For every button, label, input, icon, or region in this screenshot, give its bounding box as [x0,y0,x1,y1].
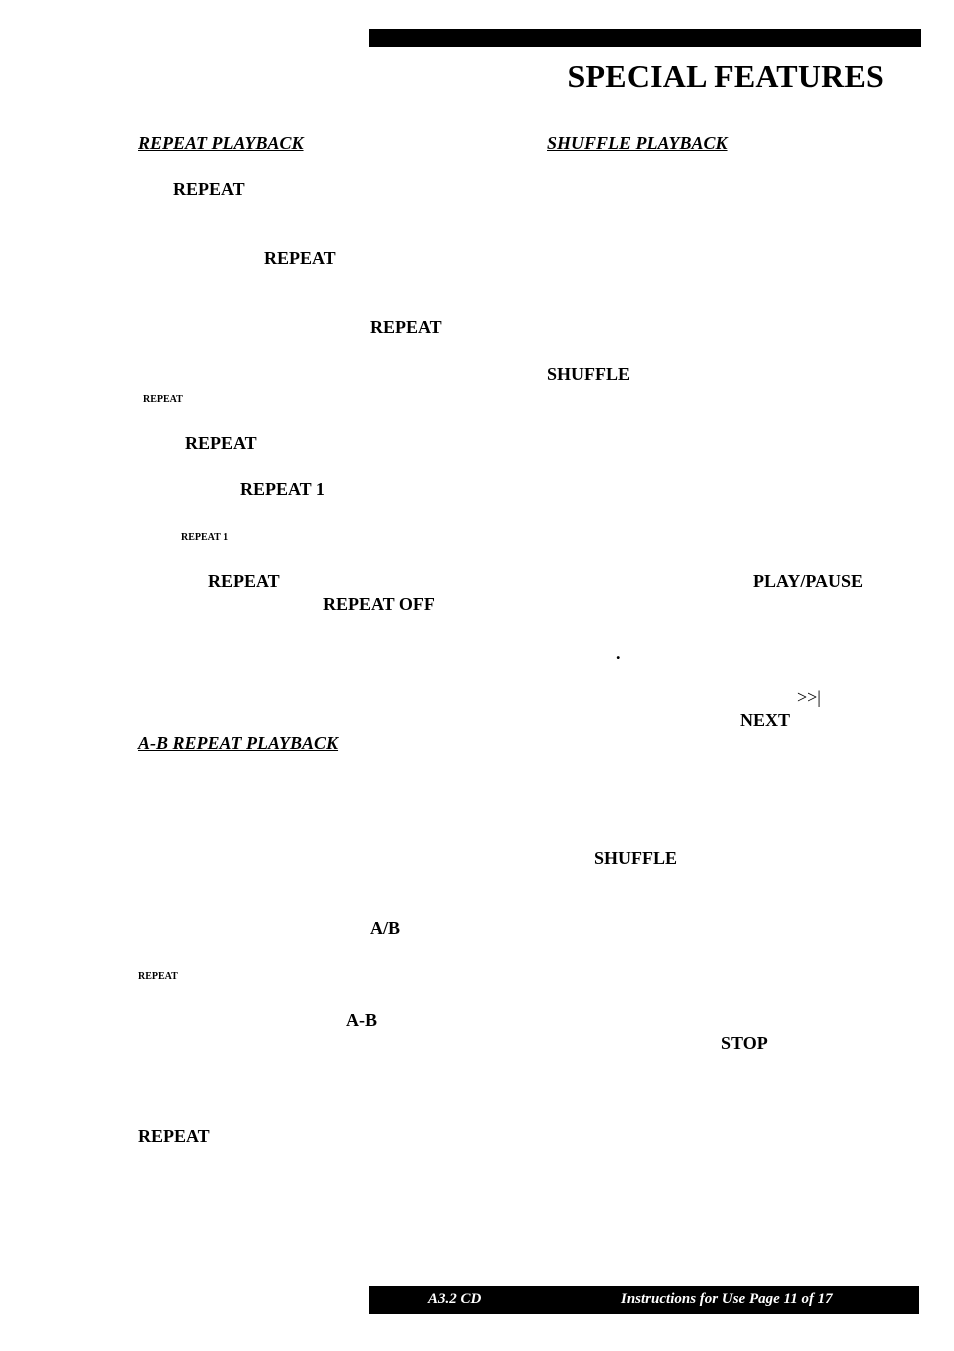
repeat-button-label: REPEAT [185,433,257,453]
repeat-one-display-indicator: REPEAT 1 [181,532,229,543]
repeat-button-label: REPEAT [173,179,245,199]
footer-bar: A3.2 CD Instructions for Use Page 11 of … [369,1286,919,1314]
repeat-one-label: REPEAT 1 [240,479,325,499]
repeat-display-indicator: REPEAT [138,971,178,982]
footer-page-info: Instructions for Use Page 11 of 17 [621,1291,833,1307]
repeat-display-indicator: REPEAT [143,394,183,405]
ab-repeat-playback-heading: A-B REPEAT PLAYBACK [138,733,339,753]
footer-model: A3.2 CD [428,1291,482,1307]
repeat-button-label: REPEAT [208,571,280,591]
shuffle-button-label: SHUFFLE [547,364,631,384]
repeat-button-label: REPEAT [264,248,336,268]
play-pause-label: PLAY/PAUSE [753,571,864,591]
repeat-off-label: REPEAT OFF [323,594,435,614]
page-title: SPECIAL FEATURES [567,58,884,94]
header-bar [369,29,921,47]
next-label: NEXT [740,710,791,730]
sentence-dot: . [616,643,621,663]
repeat-button-label: REPEAT [138,1126,210,1146]
repeat-button-label: REPEAT [370,317,442,337]
shuffle-button-label: SHUFFLE [594,848,678,868]
shuffle-playback-heading: SHUFFLE PLAYBACK [547,133,728,153]
repeat-playback-heading: REPEAT PLAYBACK [138,133,304,153]
next-symbol: >>| [797,687,821,707]
stop-label: STOP [721,1033,768,1053]
ab-button-label: A/B [370,918,401,938]
a-b-label: A-B [346,1010,377,1030]
